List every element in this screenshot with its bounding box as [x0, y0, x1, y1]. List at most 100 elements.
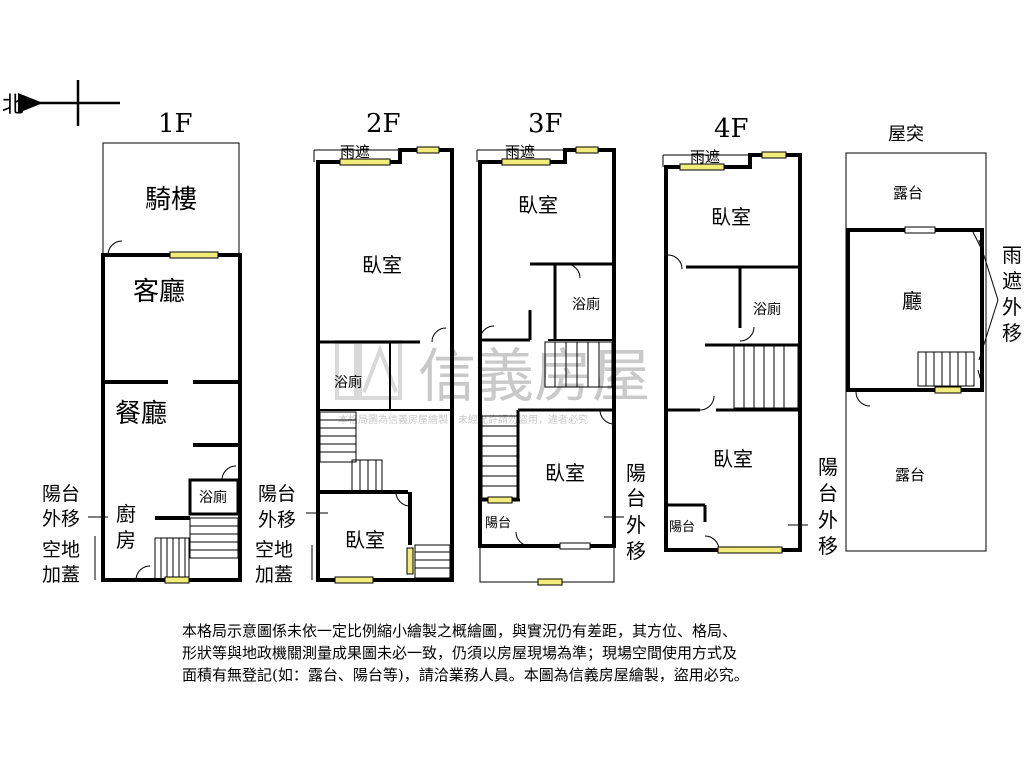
door-icon: [479, 325, 495, 341]
door-icon: [565, 263, 581, 279]
floor-roof: 屋突 露台 廳 露台 雨 遮 外 移: [845, 124, 1022, 552]
door-icon: [431, 327, 447, 343]
window-icon: [169, 251, 219, 259]
note-3f-3: 外: [626, 513, 646, 537]
stairs-roof: [917, 351, 975, 387]
stairs-2f: [319, 411, 451, 579]
room-bath-4f: 浴廁: [753, 301, 781, 318]
window-icon: [339, 158, 391, 166]
room-balcony-3f: 陽台: [485, 516, 511, 531]
roof-hall: 廳: [902, 289, 922, 313]
disclaimer-line-3: 面積有無登記(如：露台、陽台等)，請洽業務人員。本圖為信義房屋繪製，盜用必究。: [182, 666, 749, 684]
floor-3f-title: 3F: [528, 109, 563, 139]
watermark-notice: 本格局圖為信義房屋繪製，未經允許請勿盜用，違者必究: [338, 413, 588, 426]
note-4f-1: 陽: [818, 455, 838, 479]
floor-1f: 1F 騎樓 客廳 餐廳 浴廁 廚 房 陽台 外移 空地 加蓋: [42, 109, 242, 586]
note-balcony-2: 外移: [42, 508, 80, 530]
note-3f-1: 陽: [626, 461, 646, 485]
door-icon: [221, 465, 237, 481]
window-icon: [537, 578, 563, 586]
room-dining: 餐廳: [115, 399, 167, 429]
room-bath-3f: 浴廁: [572, 296, 600, 313]
awning-4f: 雨遮: [690, 148, 720, 166]
note-roof-3: 外: [1002, 295, 1022, 319]
note-4f-2: 台: [818, 481, 838, 505]
door-icon: [107, 240, 123, 256]
window-icon: [164, 576, 190, 584]
note-3f-4: 移: [626, 539, 646, 563]
awning-2f: 雨遮: [340, 143, 370, 161]
note-roof-4: 移: [1002, 321, 1022, 345]
disclaimer: 本格局示意圖係未依一定比例縮小繪製之概繪圖，與實況仍有差距，其方位、格局、 形狀…: [182, 620, 862, 686]
note-land-1: 空地: [42, 539, 80, 561]
door-icon: [599, 409, 615, 425]
note-balcony-2f-2: 外移: [258, 509, 296, 531]
stairs-4f: [733, 345, 799, 409]
door-icon: [704, 535, 720, 551]
window-icon: [406, 547, 414, 575]
room-bedroom-2f-b: 臥室: [345, 528, 385, 552]
room-kitchen-1: 廚: [116, 502, 136, 526]
room-bedroom-4f-b: 臥室: [713, 447, 753, 471]
floor-1f-title: 1F: [158, 109, 193, 139]
note-land-2f-2: 加蓋: [255, 564, 293, 586]
floor-4f-title: 4F: [714, 114, 749, 144]
roof-hall-outline: [846, 228, 984, 392]
floor-2f-outline: [316, 148, 454, 582]
note-3f-2: 台: [626, 486, 646, 510]
sliding-door-icon: [904, 226, 936, 234]
note-4f-3: 外: [818, 508, 838, 532]
balcony-extension-3f: [479, 545, 615, 583]
note-land-2f-1: 空地: [255, 539, 293, 561]
floor-roof-title: 屋突: [888, 124, 924, 145]
disclaimer-line-1: 本格局示意圖係未依一定比例縮小繪製之概繪圖，與實況仍有差距，其方位、格局、: [182, 622, 738, 640]
window-icon: [679, 163, 725, 171]
door-icon: [515, 531, 531, 547]
floor-3f: 3F 雨遮 臥室 浴: [476, 109, 646, 586]
note-4f-4: 移: [818, 534, 838, 558]
note-roof-1: 雨: [1002, 243, 1022, 267]
window-icon: [334, 576, 374, 584]
door-icon: [699, 395, 715, 411]
floor-2f: 2F 雨遮 臥室 浴廁 臥室 陽台 外移: [255, 109, 454, 586]
note-balcony-2f-1: 陽台: [258, 483, 296, 505]
floor-2f-title: 2F: [366, 109, 401, 139]
roof-terrace-bottom: 露台: [895, 466, 925, 484]
note-land-2: 加蓋: [42, 564, 80, 586]
room-kitchen-2: 房: [116, 528, 136, 552]
room-arcade: 騎樓: [145, 185, 197, 215]
north-arrow-icon: [17, 80, 120, 126]
door-icon: [135, 565, 151, 581]
door-icon: [855, 391, 871, 407]
north-label: 北: [2, 93, 24, 118]
room-bedroom-4f-a: 臥室: [711, 205, 751, 229]
room-bedroom-3f-a: 臥室: [518, 193, 558, 217]
room-bedroom-2f-a: 臥室: [362, 253, 402, 277]
window-icon: [575, 146, 599, 154]
floor-4f: 4F 雨遮 臥室 浴廁 臥室 陽台 陽 台 外 移: [662, 114, 838, 558]
room-bath-2f: 浴廁: [334, 374, 362, 391]
room-bedroom-3f-b: 臥室: [545, 461, 585, 485]
door-icon: [395, 491, 411, 507]
door-icon: [667, 254, 683, 270]
room-bath-1f: 浴廁: [199, 489, 227, 506]
window-icon: [487, 496, 513, 504]
window-icon: [717, 546, 783, 554]
window-icon: [934, 386, 962, 394]
window-icon: [501, 158, 551, 166]
room-balcony-4f: 陽台: [669, 520, 695, 535]
window-icon: [761, 151, 787, 159]
room-living: 客廳: [133, 277, 185, 307]
bath-1f: [188, 478, 240, 516]
disclaimer-line-2: 形狀等與地政機關測量成果圖未必一致，仍須以房屋現場為準；現場空間使用方式及: [182, 644, 738, 662]
stairs-1f: [154, 517, 239, 581]
roof-terrace-top: 露台: [893, 184, 923, 202]
watermark-brand: 信義房屋: [418, 342, 650, 410]
awning-3f: 雨遮: [505, 143, 535, 161]
note-roof-2: 遮: [1002, 269, 1022, 293]
note-balcony-1: 陽台: [42, 483, 80, 505]
door-icon: [739, 326, 755, 342]
sliding-door-icon: [559, 542, 591, 550]
floor-4f-outline: [664, 153, 802, 552]
